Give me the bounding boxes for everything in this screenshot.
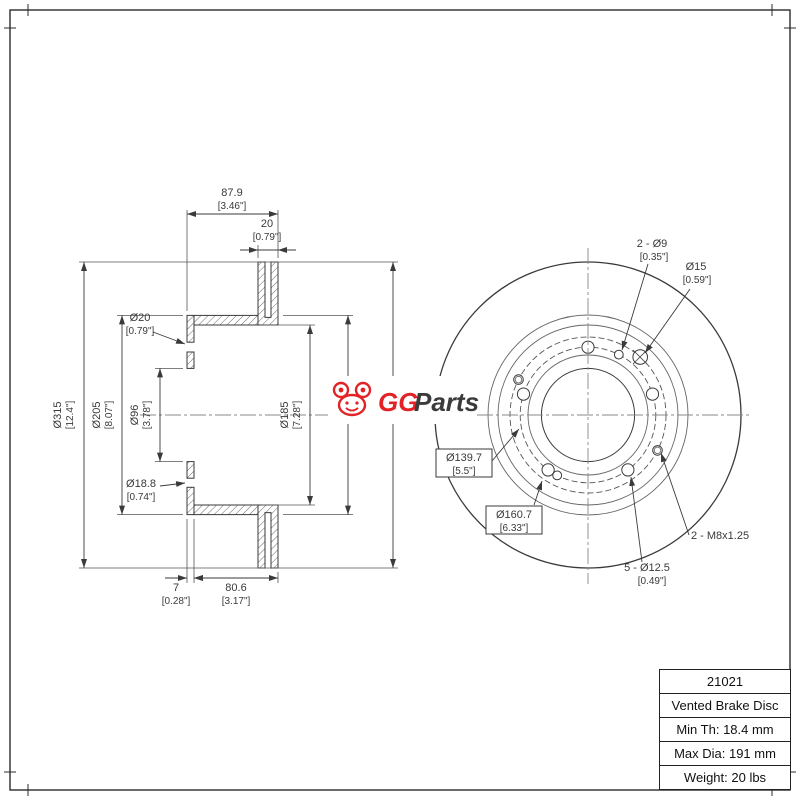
dim-hat-wall-in: [0.28"] <box>162 596 191 607</box>
spec-product-type: Vented Brake Disc <box>660 693 790 717</box>
hole-15mm <box>632 349 649 365</box>
front-annotations: 2 - Ø9 [0.35"] Ø15 [0.59"] Ø139.7 [5.5"]… <box>435 238 749 587</box>
brand-logo: GG Parts <box>328 376 479 424</box>
dim-inner-in: [7.28"] <box>292 400 303 429</box>
front-leader-lines <box>491 263 691 563</box>
annotation-holes9-inches: [0.35"] <box>640 252 669 263</box>
m8-threaded-holes <box>513 374 663 456</box>
spec-max-diameter: Max Dia: 191 mm <box>660 741 790 765</box>
annotation-holes9-value: 2 - Ø9 <box>637 238 668 250</box>
dim-hole188-mm: Ø18.8 <box>126 478 156 490</box>
logo-text-gg: GG <box>378 387 418 417</box>
annotation-hole15-inches: [0.59"] <box>683 275 712 286</box>
bolt-circle-label-box <box>435 448 493 478</box>
annotation-boltcircle-value: Ø139.7 <box>446 452 482 464</box>
annotation-hole15-value: Ø15 <box>686 261 707 273</box>
section-view: 87.9 [3.46"] 20 [0.79"] Ø315 [12.4"] Ø20… <box>52 187 420 607</box>
section-dimension-labels: 87.9 [3.46"] 20 [0.79"] Ø315 [12.4"] Ø20… <box>52 187 303 607</box>
dim-hat-od-mm: Ø205 <box>91 402 103 429</box>
dim-thickness-in: [0.79"] <box>253 232 282 243</box>
dim-thickness-mm: 20 <box>261 218 273 230</box>
dim-bore-in: [3.78"] <box>142 400 153 429</box>
annotation-servicecircle-value: Ø160.7 <box>496 509 532 521</box>
logo-mascot-icon <box>332 381 372 417</box>
alignment-holes-9mm <box>552 349 624 481</box>
annotation-studs-inches: [0.49"] <box>638 576 667 587</box>
dim-bore-mm: Ø96 <box>129 405 141 426</box>
spec-table: 21021 Vented Brake Disc Min Th: 18.4 mm … <box>659 669 791 790</box>
spec-weight: Weight: 20 lbs <box>660 765 790 789</box>
annotation-servicecircle-inches: [6.33"] <box>500 523 529 534</box>
front-view: 2 - Ø9 [0.35"] Ø15 [0.59"] Ø139.7 [5.5"]… <box>427 238 752 587</box>
service-circle-label-box <box>485 505 543 535</box>
spec-min-thickness: Min Th: 18.4 mm <box>660 717 790 741</box>
dim-hole188-in: [0.74"] <box>127 492 156 503</box>
logo-text-parts: Parts <box>414 387 479 417</box>
annotation-studs-value: 5 - Ø12.5 <box>624 562 670 574</box>
spec-part-number: 21021 <box>706 674 744 689</box>
dim-depth-in: [3.17"] <box>222 596 251 607</box>
dim-hat-od-in: [8.07"] <box>104 400 115 429</box>
dim-hole20-in: [0.79"] <box>126 326 155 337</box>
dim-width-total-mm: 87.9 <box>221 187 242 199</box>
dim-depth-mm: 80.6 <box>225 582 246 594</box>
annotation-m8: 2 - M8x1.25 <box>691 530 749 542</box>
dim-width-total-in: [3.46"] <box>218 201 247 212</box>
annotation-boltcircle-inches: [5.5"] <box>452 466 475 477</box>
stud-holes <box>516 340 660 477</box>
section-geometry <box>186 261 279 569</box>
dim-od-in: [12.4"] <box>65 400 76 429</box>
dim-hole20-mm: Ø20 <box>130 312 151 324</box>
frame-border <box>9 9 791 791</box>
dim-inner-mm: Ø185 <box>279 402 291 429</box>
dim-od-mm: Ø315 <box>52 402 64 429</box>
dim-hat-wall-mm: 7 <box>173 582 179 594</box>
